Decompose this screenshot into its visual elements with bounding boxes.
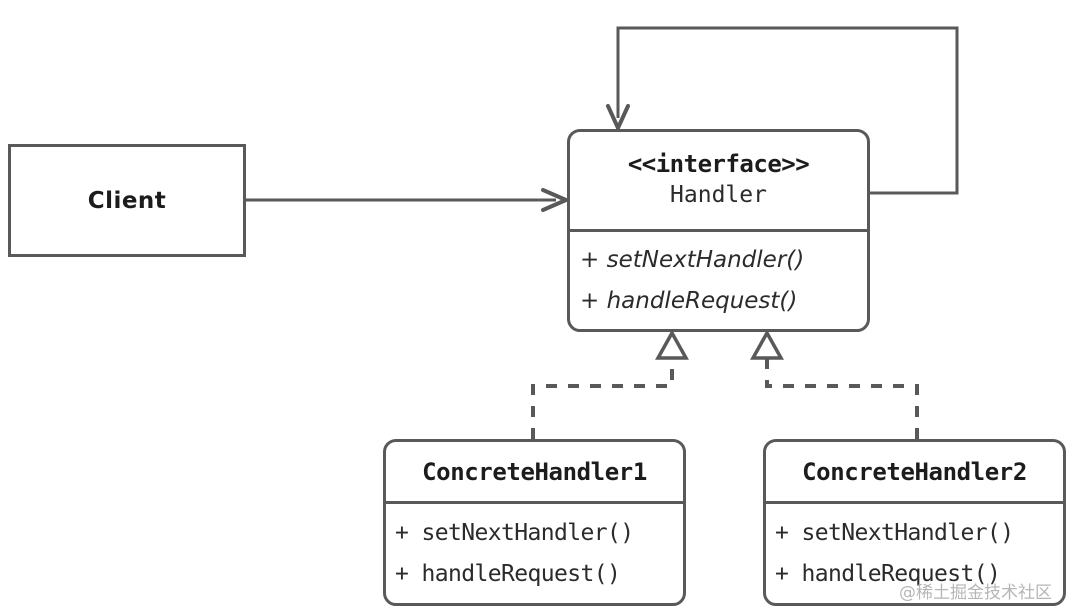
edge-concrete1-realizes-handler xyxy=(531,329,689,439)
edge-concrete2-realizes-handler xyxy=(750,329,919,439)
node-concrete-handler-2[interactable]: ConcreteHandler2 + setNextHandler() + ha… xyxy=(763,439,1066,606)
node-client[interactable]: Client xyxy=(8,144,246,257)
hollow-triangle-arrowhead-icon xyxy=(655,329,689,360)
handler-method: + setNextHandler() xyxy=(580,247,805,274)
node-handler[interactable]: <<interface>> Handler + setNextHandler()… xyxy=(567,129,870,332)
edge-handler-self-loop xyxy=(606,26,959,195)
edge-client-to-handler xyxy=(246,188,568,212)
handler-name: Handler xyxy=(670,181,767,208)
client-title: Client xyxy=(87,187,167,214)
handler-method: + handleRequest() xyxy=(580,287,798,314)
hollow-triangle-arrowhead-icon xyxy=(750,329,784,360)
concrete-handler-2-header: ConcreteHandler2 xyxy=(766,442,1063,504)
handler-method-list: + setNextHandler() + handleRequest() xyxy=(570,232,867,329)
concrete-handler-2-method: + handleRequest() xyxy=(775,560,1001,587)
concrete-handler-1-name: ConcreteHandler1 xyxy=(422,457,647,486)
open-arrowhead-icon xyxy=(541,188,568,212)
concrete-handler-2-method: + setNextHandler() xyxy=(775,519,1014,546)
node-concrete-handler-1[interactable]: ConcreteHandler1 + setNextHandler() + ha… xyxy=(383,439,686,606)
handler-header: <<interface>> Handler xyxy=(570,132,867,232)
concrete-handler-1-header: ConcreteHandler1 xyxy=(386,442,683,504)
concrete-handler-1-method: + handleRequest() xyxy=(395,560,621,587)
concrete-handler-2-name: ConcreteHandler2 xyxy=(802,457,1027,486)
concrete-handler-1-method-list: + setNextHandler() + handleRequest() xyxy=(386,504,683,603)
open-arrowhead-icon xyxy=(606,104,630,130)
concrete-handler-2-method-list: + setNextHandler() + handleRequest() xyxy=(766,504,1063,603)
handler-stereotype: <<interface>> xyxy=(627,149,810,178)
concrete-handler-1-method: + setNextHandler() xyxy=(395,519,634,546)
